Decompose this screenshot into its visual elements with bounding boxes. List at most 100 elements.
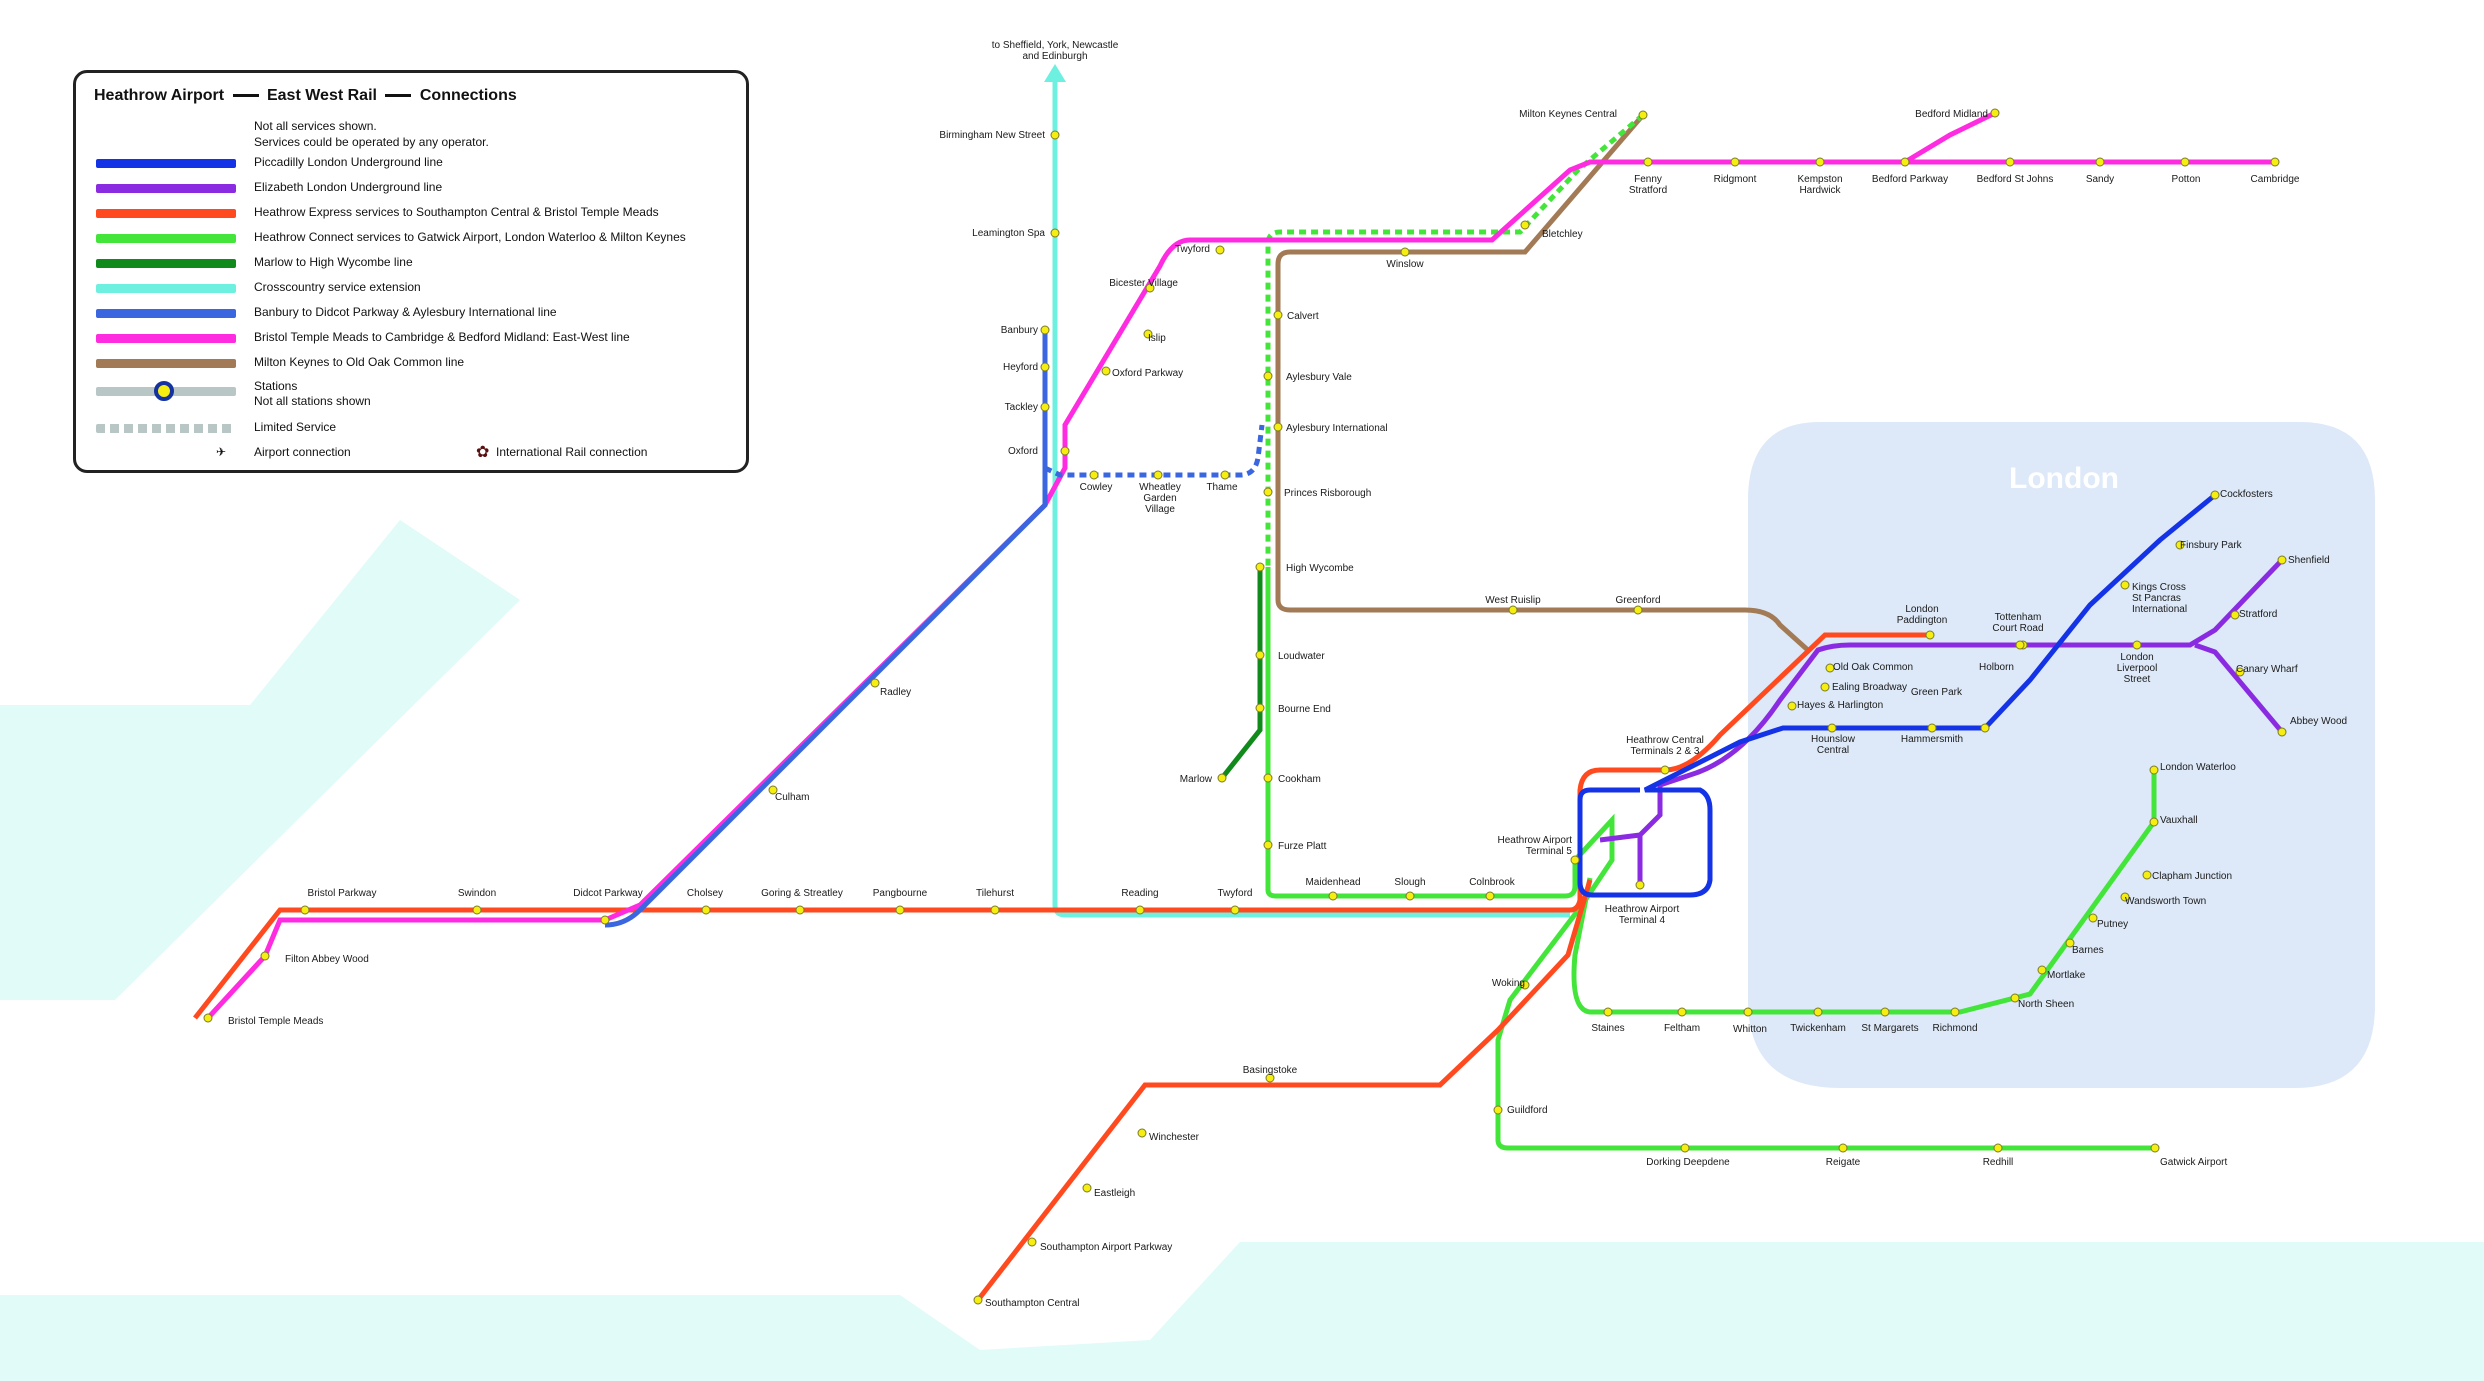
crosscountry-arrowhead <box>1044 64 1066 82</box>
london-area-title: London <box>2009 462 2119 495</box>
station-marker <box>990 905 1000 915</box>
station: Eastleigh <box>1082 1183 1135 1199</box>
banbury-aylesbury-limited-line <box>1043 424 1265 478</box>
station: Oxford Parkway <box>1101 366 1183 379</box>
station-marker <box>1677 1007 1687 1017</box>
station-label: Princes Risborough <box>1284 488 1371 499</box>
station-marker <box>1950 1007 1960 1017</box>
station-label: Swindon <box>458 888 496 899</box>
station-marker <box>1050 130 1060 140</box>
station-label: Bicester Village <box>1109 278 1178 289</box>
station: Redhill <box>1983 1143 2013 1168</box>
station-marker <box>1520 980 1530 990</box>
station-marker <box>2142 870 2152 880</box>
station-label: Eastleigh <box>1094 1188 1135 1199</box>
station: Bicester Village <box>1109 278 1178 293</box>
legend-title-separator <box>385 94 412 98</box>
station-label: Loudwater <box>1278 651 1325 662</box>
station-marker <box>1900 157 1910 167</box>
station-marker <box>1643 157 1653 167</box>
station-marker <box>1027 1237 1037 1247</box>
station-marker <box>1787 701 1797 711</box>
station-label: Cookham <box>1278 774 1321 785</box>
station-label: Furze Platt <box>1278 841 1327 852</box>
station-marker <box>2149 817 2159 827</box>
station-marker <box>2120 580 2130 590</box>
station-marker <box>2037 965 2047 975</box>
legend-title-heathrow: Heathrow Airport <box>94 87 225 104</box>
station-label: Ealing Broadway <box>1832 682 1907 693</box>
station-marker <box>1255 562 1265 572</box>
station-label: Filton Abbey Wood <box>285 954 369 965</box>
legend-row-milton-keynes: Milton Keynes to Old Oak Common line <box>94 353 734 373</box>
station-label: Milton Keynes Central <box>1519 109 1617 120</box>
station-label: Didcot Parkway <box>573 888 642 899</box>
station-label: Sandy <box>2086 174 2114 185</box>
station-label: Aylesbury International <box>1286 423 1388 434</box>
station-icon <box>154 381 174 401</box>
station-marker <box>1638 110 1648 120</box>
station-marker <box>1263 371 1273 381</box>
station: Colnbrook <box>1469 877 1516 901</box>
station-marker <box>2180 157 2190 167</box>
london-area <box>1748 422 2375 1088</box>
legend-label: Elizabeth London Underground line <box>254 180 443 194</box>
station: Princes Risborough <box>1263 487 1371 499</box>
station-label: Wandsworth Town <box>2125 896 2206 907</box>
legend-label: Banbury to Didcot Parkway & Aylesbury In… <box>254 305 557 319</box>
station: Aylesbury International <box>1273 422 1388 434</box>
station-label: Green Park <box>1911 687 1963 698</box>
station-marker <box>1493 1105 1503 1115</box>
station-marker <box>1660 765 1670 775</box>
station: Thame <box>1206 470 1238 493</box>
station: Winslow <box>1386 247 1424 270</box>
station-marker <box>1815 157 1825 167</box>
station-label: Cambridge <box>2251 174 2300 185</box>
station: Didcot Parkway <box>573 888 643 925</box>
marlow-high-wycombe-line <box>1220 567 1263 780</box>
station-label: Maidenhead <box>1305 877 1360 888</box>
legend-stations-note: Not all stations shown <box>254 394 371 408</box>
station-marker <box>768 785 778 795</box>
station-label: Banbury <box>1001 325 1038 336</box>
station: Stratford <box>2230 609 2277 620</box>
station-marker <box>795 905 805 915</box>
station: Marlow <box>1180 773 1227 785</box>
station-label: Calvert <box>1287 311 1319 322</box>
station-label: St Margarets <box>1861 1023 1918 1034</box>
station: Abbey Wood <box>2277 716 2347 737</box>
station: Guildford <box>1493 1105 1548 1116</box>
legend-stations-label: Stations <box>254 379 298 393</box>
station: Heyford <box>1003 362 1050 373</box>
station-marker <box>300 905 310 915</box>
station: Basingstoke <box>1243 1065 1298 1083</box>
station-label: Guildford <box>1507 1105 1548 1116</box>
legend-label: Stations Not all stations shown <box>254 379 371 409</box>
station: Southampton Airport Parkway <box>1027 1237 1172 1253</box>
station-marker <box>1101 366 1111 376</box>
station-label: Clapham Junction <box>2152 871 2232 882</box>
station: Whitton <box>1733 1007 1767 1035</box>
station-label: Pangbourne <box>873 888 928 899</box>
station-marker <box>1603 1007 1613 1017</box>
station-marker <box>2015 640 2025 650</box>
station-marker <box>1827 723 1837 733</box>
legend-swatch <box>96 184 236 193</box>
station: Woking <box>1492 978 1530 990</box>
station-label: Shenfield <box>2288 555 2330 566</box>
station-marker <box>2235 667 2245 677</box>
station: Leamington Spa <box>972 228 1060 239</box>
station: North Sheen <box>2010 993 2074 1010</box>
legend-row-heathrow-connect: Heathrow Connect services to Gatwick Air… <box>94 228 734 248</box>
station-marker <box>1255 650 1265 660</box>
station-label: Staines <box>1591 1023 1624 1034</box>
station-marker <box>1925 630 1935 640</box>
station: Southampton Central <box>973 1295 1080 1309</box>
